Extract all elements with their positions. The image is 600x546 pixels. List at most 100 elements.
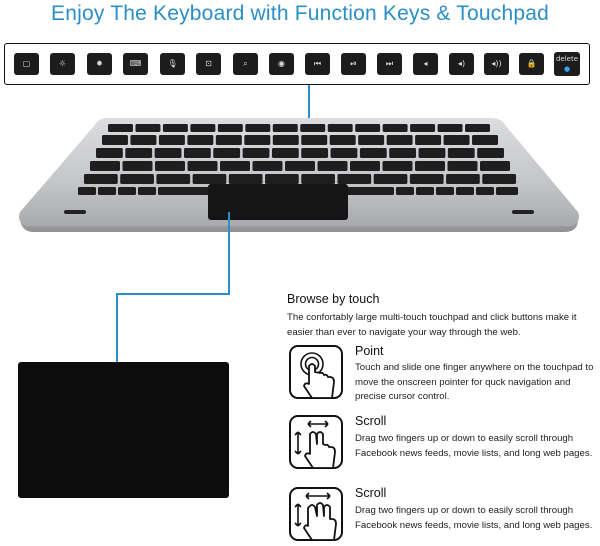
feature-title-scroll-1: Scroll — [355, 414, 387, 428]
keyboard-key — [190, 124, 216, 132]
keyboard-key — [90, 161, 120, 171]
keyboard-touchpad[interactable] — [208, 184, 348, 220]
search-icon[interactable]: ⌕ — [233, 53, 258, 75]
screenshot-icon[interactable]: ⊡ — [196, 53, 221, 75]
keyboard-key — [272, 135, 299, 145]
delete-key[interactable]: delete ● — [554, 52, 580, 76]
page-title: Enjoy The Keyboard with Function Keys & … — [51, 2, 549, 25]
keyboard-key — [244, 135, 271, 145]
next-track-icon[interactable]: ⏭ — [377, 53, 402, 75]
keyboard-key — [415, 161, 445, 171]
connector-line-horizontal — [116, 293, 230, 295]
keyboard-key — [355, 124, 381, 132]
keyboard-key — [301, 148, 329, 158]
keyboard-key — [271, 148, 299, 158]
mute-icon[interactable]: ◂ — [413, 53, 438, 75]
keyboard-key — [135, 124, 161, 132]
keyboard-key — [242, 148, 270, 158]
keyboard-key — [96, 148, 123, 158]
connector-line-vertical-2 — [116, 293, 118, 371]
keyboard-key — [447, 148, 475, 158]
keyboard-key — [162, 124, 188, 132]
keyboard-key — [130, 135, 157, 145]
volume-up-icon[interactable]: ◂)) — [484, 53, 509, 75]
lock-icon[interactable]: 🔒 — [519, 53, 544, 75]
microphone-icon[interactable]: 🎙 — [160, 53, 185, 75]
keyboard-icon[interactable]: ⌨ — [123, 53, 148, 75]
square-icon[interactable]: ▢ — [14, 53, 39, 75]
keyboard-key — [382, 124, 408, 132]
feature-title-point: Point — [355, 344, 384, 358]
keyboard-key — [78, 187, 96, 195]
delete-key-indicator: ● — [563, 65, 571, 73]
feature-description-scroll-2: Drag two fingers up or down to easily sc… — [355, 505, 593, 531]
feature-description-scroll-1: Drag two fingers up or down to easily sc… — [355, 433, 593, 459]
keyboard-key — [337, 174, 372, 184]
keyboard-key — [285, 161, 315, 171]
keyboard-key — [437, 124, 463, 132]
scroll-two-finger-icon — [289, 415, 343, 469]
keyboard-key — [416, 187, 434, 195]
function-key-strip: ▢ ☼ ✹ ⌨ 🎙 ⊡ ⌕ ◉ ⏮ ⏯ ⏭ ◂ ◂) ◂)) 🔒 delete … — [4, 43, 590, 85]
keyboard-key — [213, 148, 241, 158]
keyboard-key — [118, 187, 136, 195]
keyboard-key — [301, 135, 328, 145]
feature-description-point: Touch and slide one finger anywhere on t… — [355, 362, 594, 402]
keyboard-key — [456, 187, 474, 195]
keyboard-key — [120, 174, 154, 184]
connector-line-vertical-1 — [228, 212, 230, 294]
keyboard-key — [386, 135, 413, 145]
previous-track-icon[interactable]: ⏮ — [305, 53, 330, 75]
keyboard-key — [272, 124, 298, 132]
touchpad-closeup — [18, 362, 229, 498]
keyboard-key — [350, 161, 380, 171]
keyboard-key — [329, 135, 356, 145]
keyboard-key — [122, 161, 153, 171]
keyboard-key — [217, 124, 243, 132]
feature-title-scroll-2: Scroll — [355, 486, 387, 500]
keyboard-key — [108, 124, 133, 132]
keyboard-key — [187, 161, 218, 171]
keyboard-key — [252, 161, 283, 171]
keyboard-key — [155, 161, 185, 171]
keyboard-key — [327, 124, 353, 132]
brightness-up-icon[interactable]: ✹ — [87, 53, 112, 75]
keyboard-key — [418, 148, 446, 158]
keyboard-key — [358, 135, 385, 145]
keyboard-key — [220, 161, 250, 171]
keyboard-key — [98, 187, 116, 195]
keyboard-key — [465, 124, 490, 132]
keyboard-key — [84, 174, 118, 184]
keyboard-key — [156, 174, 191, 184]
scroll-three-finger-icon — [289, 487, 343, 541]
keyboard-key — [480, 161, 510, 171]
hinge-slot-left — [64, 210, 86, 214]
connector-line-top — [308, 85, 310, 118]
brightness-down-icon[interactable]: ☼ — [50, 53, 75, 75]
point-gesture-icon — [289, 345, 343, 399]
keyboard-key — [472, 135, 498, 145]
play-pause-icon[interactable]: ⏯ — [341, 53, 366, 75]
volume-down-icon[interactable]: ◂) — [449, 53, 474, 75]
keyboard-key — [359, 148, 387, 158]
keyboard-key — [373, 174, 408, 184]
keyboard-key — [482, 174, 516, 184]
keyboard-key — [409, 174, 444, 184]
keyboard-key — [300, 124, 326, 132]
keyboard-key — [301, 174, 335, 184]
keyboard-key — [265, 174, 299, 184]
keyboard-key — [154, 148, 182, 158]
globe-icon[interactable]: ◉ — [269, 53, 294, 75]
browse-description: The confortably large multi-touch touchp… — [287, 312, 577, 338]
keyboard-key — [187, 135, 214, 145]
keyboard-key — [245, 124, 271, 132]
keyboard-key — [396, 187, 414, 195]
keyboard-key — [215, 135, 242, 145]
delete-key-label: delete — [555, 55, 579, 63]
keyboard-key — [447, 161, 478, 171]
keyboard-key — [102, 135, 128, 145]
keyboard-key — [192, 174, 227, 184]
hinge-slot-right — [512, 210, 534, 214]
keyboard-key — [125, 148, 153, 158]
keyboard-key — [446, 174, 480, 184]
